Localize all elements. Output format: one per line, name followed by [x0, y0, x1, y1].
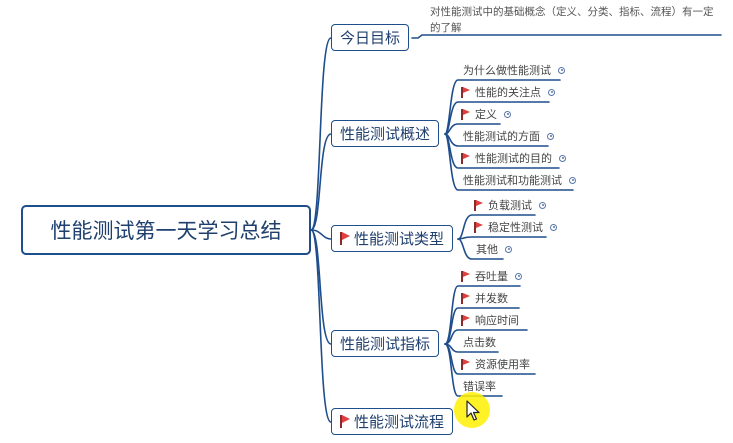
leaf-label: 稳定性测试 [488, 221, 543, 234]
branch-overview[interactable]: 性能测试概述 [331, 120, 440, 147]
leaf-label: 性能的关注点 [475, 86, 541, 99]
red-flag-icon [461, 270, 470, 282]
red-flag-icon [474, 221, 483, 233]
leaf-other[interactable]: 其他 [474, 239, 512, 259]
leaf-label: 资源使用率 [475, 358, 530, 371]
expand-dot-icon[interactable] [550, 223, 557, 231]
leaf-label: 性能测试的目的 [475, 152, 552, 165]
leaf-label: 负载测试 [488, 199, 532, 212]
red-flag-icon [461, 152, 470, 164]
leaf-hits[interactable]: 点击数 [461, 332, 496, 352]
leaf-label: 性能测试和功能测试 [463, 174, 562, 187]
leaf-throughput[interactable]: 吞吐量 [461, 266, 522, 286]
expand-dot-icon[interactable] [505, 245, 512, 253]
leaf-test-purpose[interactable]: 性能测试的目的 [461, 148, 566, 168]
red-flag-icon [461, 86, 470, 98]
red-flag-icon [461, 108, 470, 120]
leaf-label: 定义 [475, 108, 497, 121]
root-node[interactable]: 性能测试第一天学习总结 [21, 205, 311, 255]
expand-dot-icon[interactable] [547, 132, 554, 140]
branch-label: 性能测试流程 [354, 413, 445, 431]
leaf-performance-focus[interactable]: 性能的关注点 [461, 82, 555, 102]
red-flag-icon [461, 292, 470, 304]
leaf-why-performance-test[interactable]: 为什么做性能测试 [461, 60, 565, 80]
expand-dot-icon[interactable] [539, 201, 546, 209]
leaf-response-time[interactable]: 响应时间 [461, 310, 519, 330]
red-flag-icon [461, 314, 470, 326]
expand-dot-icon[interactable] [515, 272, 522, 280]
leaf-label: 为什么做性能测试 [463, 64, 551, 77]
leaf-performance-vs-functional[interactable]: 性能测试和功能测试 [461, 170, 576, 190]
leaf-concurrency[interactable]: 并发数 [461, 288, 508, 308]
leaf-label: 响应时间 [475, 314, 519, 327]
branch-label: 性能测试指标 [340, 335, 431, 353]
expand-dot-icon[interactable] [569, 176, 576, 184]
branch-test-types[interactable]: 性能测试类型 [331, 225, 454, 252]
branch-label: 今日目标 [340, 29, 401, 47]
mouse-cursor-highlight [454, 392, 490, 428]
leaf-error-rate[interactable]: 错误率 [461, 376, 496, 396]
red-flag-icon [461, 358, 470, 370]
leaf-label: 错误率 [463, 380, 496, 393]
branch-label: 性能测试概述 [340, 125, 431, 143]
expand-dot-icon[interactable] [548, 88, 555, 96]
branch-label: 性能测试类型 [354, 230, 445, 248]
red-flag-icon [340, 415, 351, 428]
leaf-label: 点击数 [463, 336, 496, 349]
expand-dot-icon[interactable] [559, 154, 566, 162]
leaf-label: 并发数 [475, 292, 508, 305]
pointer-arrow-icon [466, 400, 480, 421]
leaf-label: 吞吐量 [475, 270, 508, 283]
branch-daily-goal[interactable]: 今日目标 [331, 24, 410, 51]
red-flag-icon [340, 232, 351, 245]
leaf-stability-test[interactable]: 稳定性测试 [474, 217, 557, 237]
branch-test-process[interactable]: 性能测试流程 [331, 408, 454, 435]
leaf-definition[interactable]: 定义 [461, 104, 511, 124]
leaf-resource-usage[interactable]: 资源使用率 [461, 354, 530, 374]
expand-dot-icon[interactable] [558, 66, 565, 74]
leaf-label: 其他 [476, 243, 498, 256]
goal-note: 对性能测试中的基础概念（定义、分类、指标、流程）有一定的了解 [430, 6, 714, 34]
leaf-test-aspects[interactable]: 性能测试的方面 [461, 126, 554, 146]
root-label: 性能测试第一天学习总结 [50, 219, 282, 243]
expand-dot-icon[interactable] [504, 110, 511, 118]
branch-test-metrics[interactable]: 性能测试指标 [331, 330, 440, 357]
leaf-load-test[interactable]: 负载测试 [474, 195, 546, 215]
red-flag-icon [474, 199, 483, 211]
leaf-label: 性能测试的方面 [463, 130, 540, 143]
